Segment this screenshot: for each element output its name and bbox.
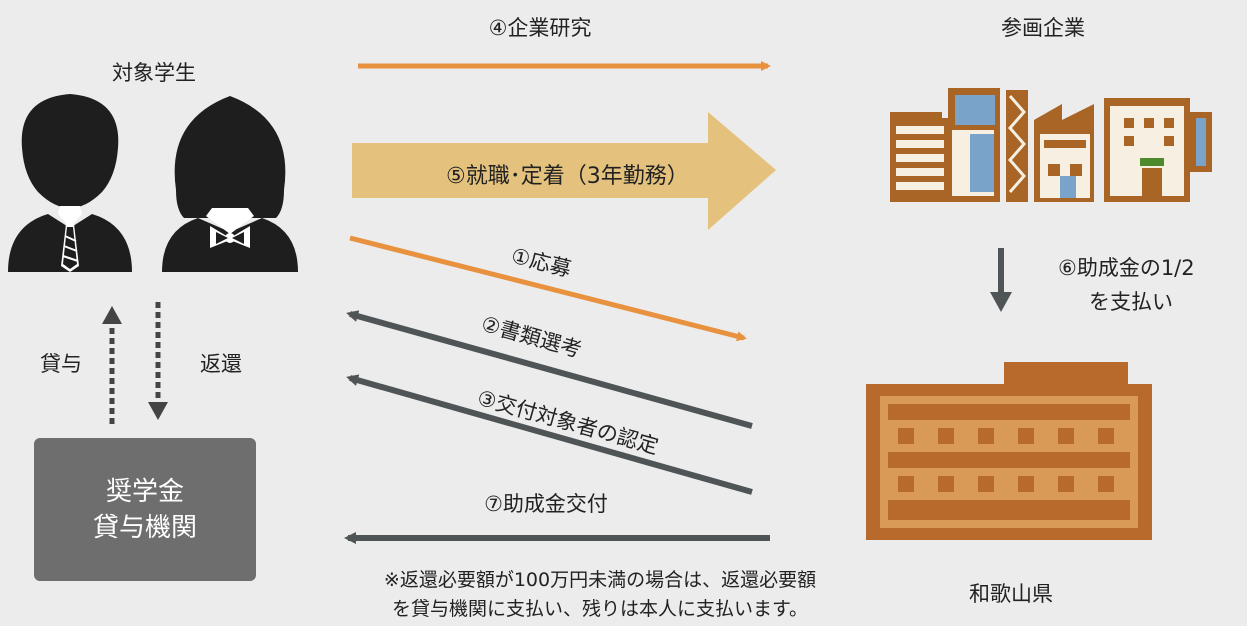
lend-label: 貸与 [40, 352, 82, 376]
repay-arrow [148, 302, 168, 420]
loan-org-line1: 奨学金 [105, 476, 184, 507]
office-building-icon [890, 88, 1028, 202]
loan-organization-box: 奨学金 貸与機関 [34, 438, 256, 581]
prefectural-office-icon [866, 362, 1152, 540]
arrow-step2 [346, 310, 753, 429]
arrow-step5 [352, 112, 776, 230]
male-student-icon [8, 94, 132, 272]
repay-label: 返還 [200, 352, 242, 376]
prefecture-title: 和歌山県 [969, 582, 1053, 606]
factory-icon [1034, 104, 1094, 202]
footnote-line1: ※返還必要額が100万円未満の場合は、返還必要額 [383, 569, 817, 591]
step5-label: ⑤就職･定着（3年勤務） [446, 164, 689, 189]
companies-title: 参画企業 [1001, 16, 1085, 40]
arrow-step3 [346, 374, 753, 495]
arrow-step1 [349, 235, 747, 342]
footnote: ※返還必要額が100万円未満の場合は、返還必要額 を貸与機関に支払い、残りは本人… [300, 566, 900, 624]
loan-org-line2: 貸与機関 [92, 512, 197, 543]
footnote-line2: を貸与機関に支払い、残りは本人に支払います。 [391, 598, 809, 620]
female-student-icon [162, 96, 298, 272]
lend-arrow [102, 306, 122, 424]
students-title: 対象学生 [112, 61, 196, 85]
step7-label: ⑦助成金交付 [484, 492, 608, 516]
step6-label-line1: ⑥助成金の1/2 [1058, 256, 1195, 280]
step4-label: ④企業研究 [488, 16, 592, 40]
shop-building-icon [1104, 98, 1212, 202]
step6-label-line2: を支払い [1089, 290, 1173, 314]
step1-label: ①応募 [509, 244, 574, 282]
arrow-step6 [990, 248, 1012, 312]
